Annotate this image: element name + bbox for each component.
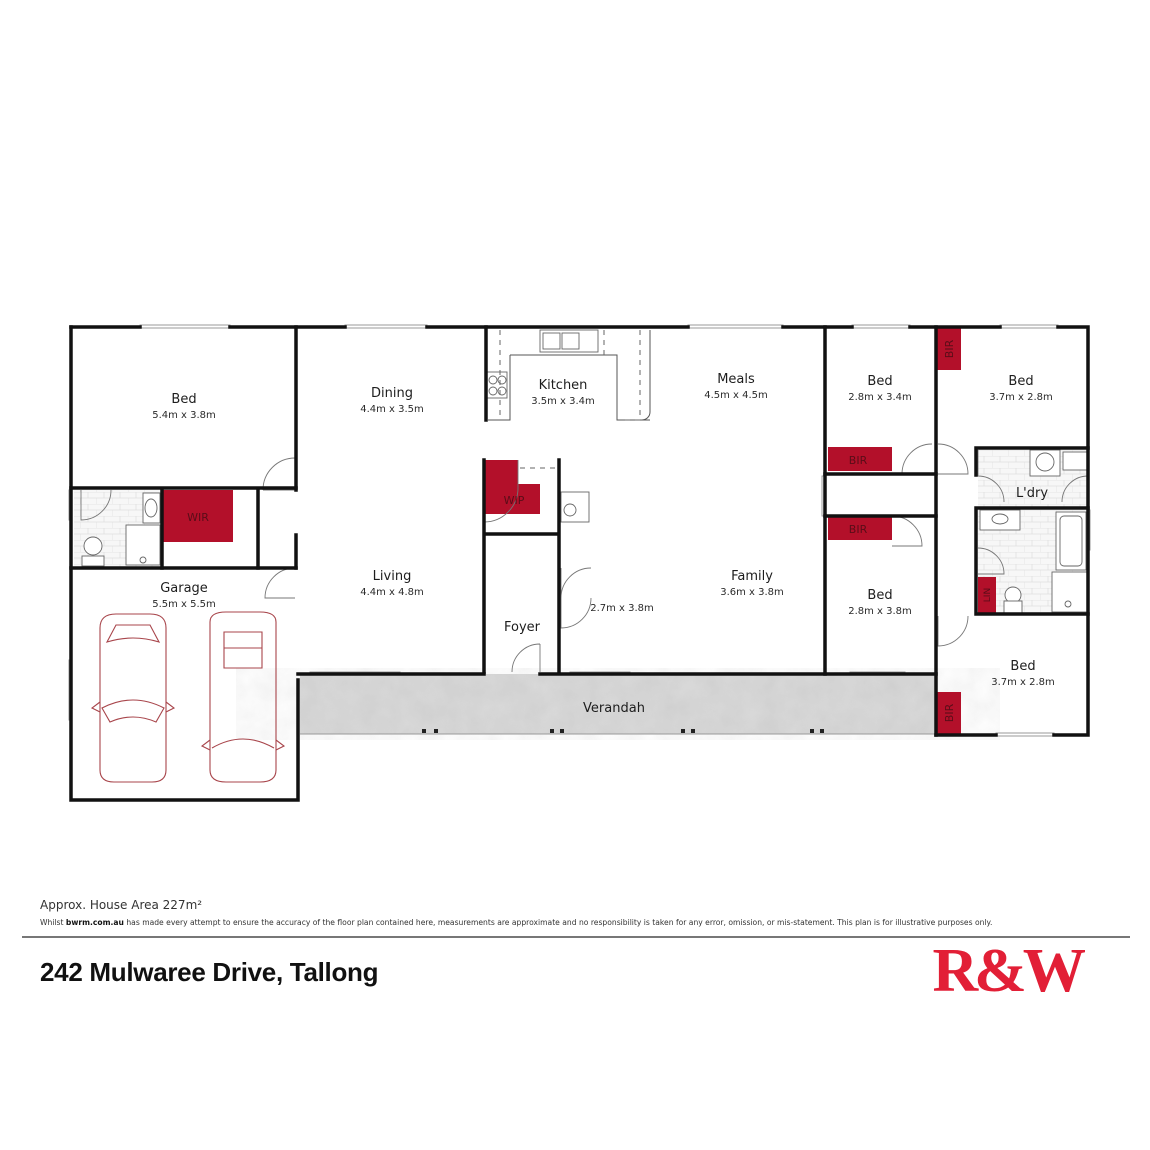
closet-bir-1 <box>828 447 892 471</box>
room-bed-1-dims: 5.4m x 3.8m <box>152 410 216 421</box>
disclaimer: Whilst bwrm.com.au has made every attemp… <box>40 918 992 927</box>
room-laundry-label: L'dry <box>1016 486 1048 501</box>
closet-bir-3 <box>937 328 961 370</box>
closet-labels: WIR WIP BIR BIR BIR BIR LIN <box>187 339 993 722</box>
fixtures <box>81 329 1089 614</box>
room-bed-1-label: Bed <box>171 392 196 407</box>
property-address: 242 Mulwaree Drive, Tallong <box>40 957 379 987</box>
verandah <box>300 674 936 735</box>
room-labels: Bed 5.4m x 3.8m Dining 4.4m x 3.5m Kitch… <box>152 372 1055 716</box>
room-meals-label: Meals <box>717 372 755 387</box>
room-garage-dims: 5.5m x 5.5m <box>152 599 216 610</box>
closet-lin <box>978 577 996 613</box>
room-foyer-label: Foyer <box>504 620 541 635</box>
room-living-label: Living <box>373 569 412 584</box>
garage-cars <box>90 611 286 783</box>
room-living-dims: 4.4m x 4.8m <box>360 587 424 598</box>
closet-bir-1-label: BIR <box>849 454 868 467</box>
door-swings <box>80 443 1089 673</box>
room-bed-5-dims: 3.7m x 2.8m <box>991 677 1055 688</box>
room-family-dims: 3.6m x 3.8m <box>720 587 784 598</box>
divider <box>22 936 1130 938</box>
closet-bir-2 <box>828 516 892 540</box>
room-bed-2-label: Bed <box>867 374 892 389</box>
house-area: Approx. House Area 227m² <box>40 898 203 912</box>
closets <box>163 328 996 734</box>
room-bed-5-label: Bed <box>1010 659 1035 674</box>
agency-logo: R&W <box>932 937 1086 1005</box>
closet-lin-label: LIN <box>983 588 993 602</box>
room-bed-4-label: Bed <box>867 588 892 603</box>
room-meals-dims: 4.5m x 4.5m <box>704 390 768 401</box>
room-dining-dims: 4.4m x 3.5m <box>360 404 424 415</box>
disclaimer-prefix: Whilst <box>40 918 66 927</box>
room-kitchen-label: Kitchen <box>539 378 588 393</box>
room-bed-3-dims: 3.7m x 2.8m <box>989 392 1053 403</box>
room-hall-dims: 2.7m x 3.8m <box>590 603 654 614</box>
room-bed-3-label: Bed <box>1008 374 1033 389</box>
room-dining-label: Dining <box>371 386 413 401</box>
room-family-label: Family <box>731 569 773 584</box>
room-kitchen-dims: 3.5m x 3.4m <box>531 396 595 407</box>
room-bed-4-dims: 2.8m x 3.8m <box>848 606 912 617</box>
walls <box>69 325 1090 802</box>
closet-bir-4-label: BIR <box>943 703 956 722</box>
closet-wir-label: WIR <box>187 511 209 524</box>
closet-bir-2-label: BIR <box>849 523 868 536</box>
closet-bir-4 <box>937 692 961 734</box>
closet-wir <box>163 490 233 542</box>
disclaimer-text: has made every attempt to ensure the acc… <box>123 918 993 927</box>
closet-bir-3-label: BIR <box>943 339 956 358</box>
room-bed-2-dims: 2.8m x 3.4m <box>848 392 912 403</box>
room-garage-label: Garage <box>160 581 208 596</box>
closet-wip <box>484 460 540 514</box>
disclaimer-site: bwrm.com.au <box>65 918 124 927</box>
room-verandah-label: Verandah <box>583 701 645 716</box>
closet-wip-label: WIP <box>504 494 525 507</box>
